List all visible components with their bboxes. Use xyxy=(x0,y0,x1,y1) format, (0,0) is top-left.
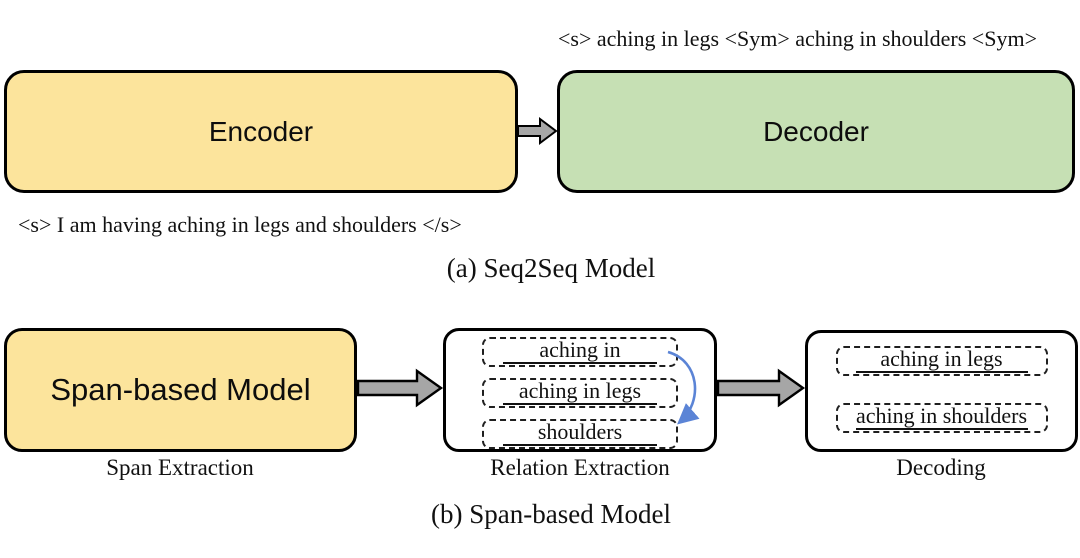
decoded-pill: aching in legs xyxy=(835,346,1048,376)
stage-label-span-extraction: Span Extraction xyxy=(106,455,254,480)
encoder-box: Encoder xyxy=(4,70,518,193)
span-pill: shoulders xyxy=(482,419,678,449)
relation-extraction-box: aching in aching in legs shoulders xyxy=(443,328,717,452)
decoded-pill-text: aching in legs xyxy=(855,346,1028,373)
span-pill: aching in xyxy=(482,337,678,367)
span-based-model-label: Span-based Model xyxy=(50,372,311,407)
decoded-pill: aching in shoulders xyxy=(835,403,1048,433)
stage-label-relation-extraction: Relation Extraction xyxy=(490,455,670,480)
encoder-decoder-arrow-icon xyxy=(517,117,558,145)
decoding-box: aching in legs aching in shoulders xyxy=(805,330,1078,452)
span-to-relation-arrow-icon xyxy=(356,368,444,408)
span-pill-text: aching in xyxy=(503,337,657,364)
caption-seq2seq: (a) Seq2Seq Model xyxy=(446,253,656,283)
stage-label-decoding: Decoding xyxy=(896,455,986,480)
span-pill: aching in legs xyxy=(482,378,678,408)
decoder-label: Decoder xyxy=(763,115,869,147)
span-based-model-box: Span-based Model xyxy=(4,328,357,452)
decoder-output-sequence: <s> aching in legs <Sym> aching in shoul… xyxy=(558,26,1037,51)
relation-to-decoding-arrow-icon xyxy=(716,368,806,408)
span-pill-text: aching in legs xyxy=(503,378,657,405)
decoder-box: Decoder xyxy=(557,70,1075,193)
decoded-pill-text: aching in shoulders xyxy=(855,403,1028,430)
span-pill-text: shoulders xyxy=(503,419,657,446)
caption-span-based: (b) Span-based Model xyxy=(431,499,671,529)
encoder-input-sequence: <s> I am having aching in legs and shoul… xyxy=(18,212,462,237)
encoder-label: Encoder xyxy=(208,115,314,147)
